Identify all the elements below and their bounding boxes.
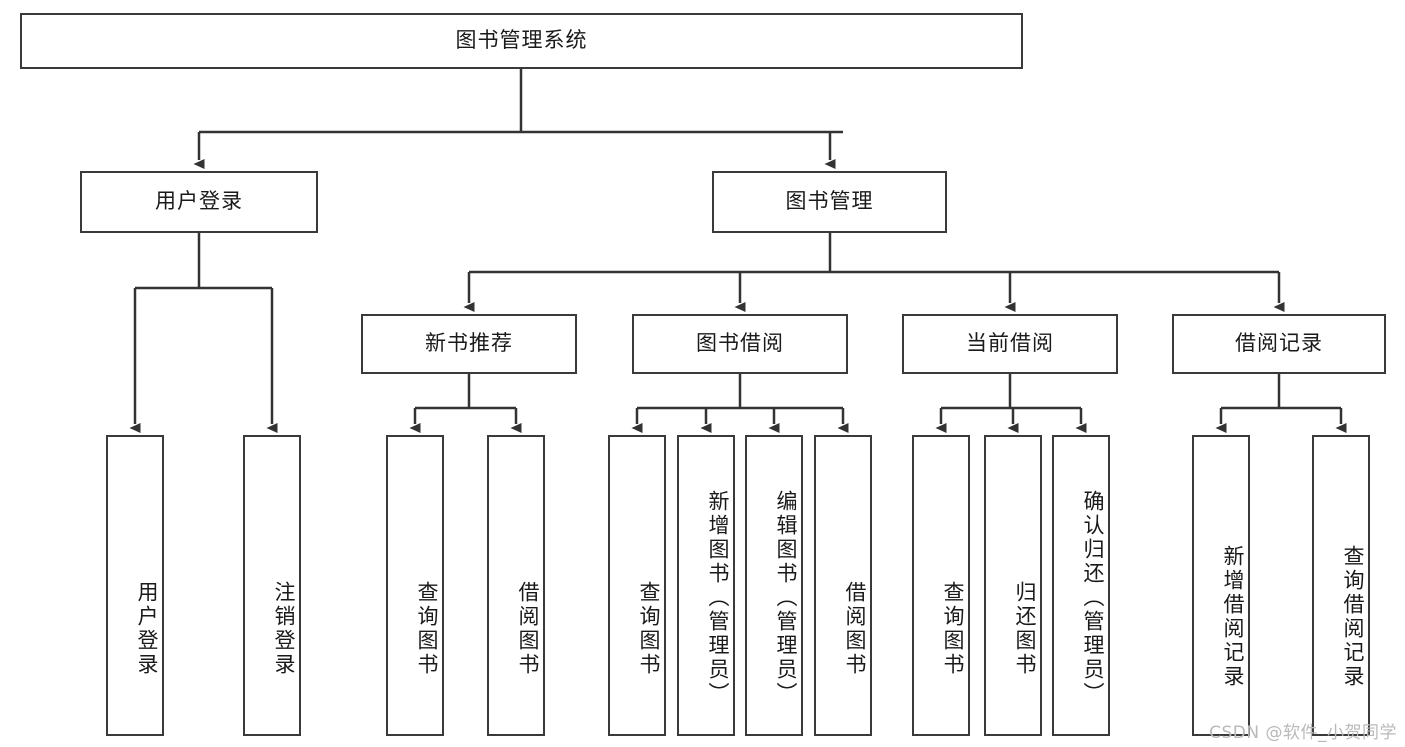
leaf-query-books-borrow[interactable]: 查询图书 <box>608 435 666 736</box>
leaf-lend-book[interactable]: 借阅图书 <box>814 435 872 736</box>
node-current-borrow[interactable]: 当前借阅 <box>902 314 1118 374</box>
node-book-management-label: 图书管理 <box>785 189 874 214</box>
leaf-add-book-admin[interactable]: 新增图书（管理员） <box>677 435 735 736</box>
leaf-edit-book-admin-label: 编辑图书（管理员） <box>774 489 798 706</box>
leaf-user-login-label: 用户登录 <box>135 580 159 677</box>
leaf-query-books-current[interactable]: 查询图书 <box>912 435 970 736</box>
leaf-logout[interactable]: 注销登录 <box>243 435 301 736</box>
leaf-query-books-current-label: 查询图书 <box>941 580 965 677</box>
node-current-borrow-label: 当前借阅 <box>966 331 1054 356</box>
leaf-lend-book-label: 借阅图书 <box>843 580 867 677</box>
node-root[interactable]: 图书管理系统 <box>20 13 1023 69</box>
leaf-user-login[interactable]: 用户登录 <box>106 435 164 736</box>
leaf-edit-book-admin[interactable]: 编辑图书（管理员） <box>745 435 803 736</box>
leaf-query-books-newbook[interactable]: 查询图书 <box>386 435 444 736</box>
leaf-add-borrow-record[interactable]: 新增借阅记录 <box>1192 435 1250 736</box>
node-borrow-records[interactable]: 借阅记录 <box>1172 314 1386 374</box>
leaf-borrow-books-newbook-label: 借阅图书 <box>516 580 540 677</box>
leaf-return-book-label: 归还图书 <box>1013 580 1037 677</box>
leaf-add-book-admin-label: 新增图书（管理员） <box>706 489 730 706</box>
node-user-login-label: 用户登录 <box>155 189 243 214</box>
leaf-confirm-return-admin[interactable]: 确认归还（管理员） <box>1052 435 1110 736</box>
node-borrow-records-label: 借阅记录 <box>1235 331 1323 356</box>
leaf-confirm-return-admin-label: 确认归还（管理员） <box>1081 489 1105 706</box>
leaf-return-book[interactable]: 归还图书 <box>984 435 1042 736</box>
leaf-query-books-newbook-label: 查询图书 <box>415 580 439 677</box>
leaf-query-borrow-record[interactable]: 查询借阅记录 <box>1312 435 1370 736</box>
node-root-label: 图书管理系统 <box>455 28 588 53</box>
node-book-borrow[interactable]: 图书借阅 <box>632 314 848 374</box>
node-user-login[interactable]: 用户登录 <box>80 171 318 233</box>
node-book-borrow-label: 图书借阅 <box>696 331 784 356</box>
leaf-borrow-books-newbook[interactable]: 借阅图书 <box>487 435 545 736</box>
leaf-query-borrow-record-label: 查询借阅记录 <box>1341 544 1365 689</box>
node-new-book-recommend-label: 新书推荐 <box>425 331 513 356</box>
leaf-logout-label: 注销登录 <box>272 580 296 677</box>
node-book-management[interactable]: 图书管理 <box>712 171 947 233</box>
leaf-add-borrow-record-label: 新增借阅记录 <box>1221 544 1245 689</box>
csdn-watermark: CSDN @软件_小贺同学 <box>1209 723 1397 743</box>
node-new-book-recommend[interactable]: 新书推荐 <box>361 314 577 374</box>
leaf-query-books-borrow-label: 查询图书 <box>637 580 661 677</box>
